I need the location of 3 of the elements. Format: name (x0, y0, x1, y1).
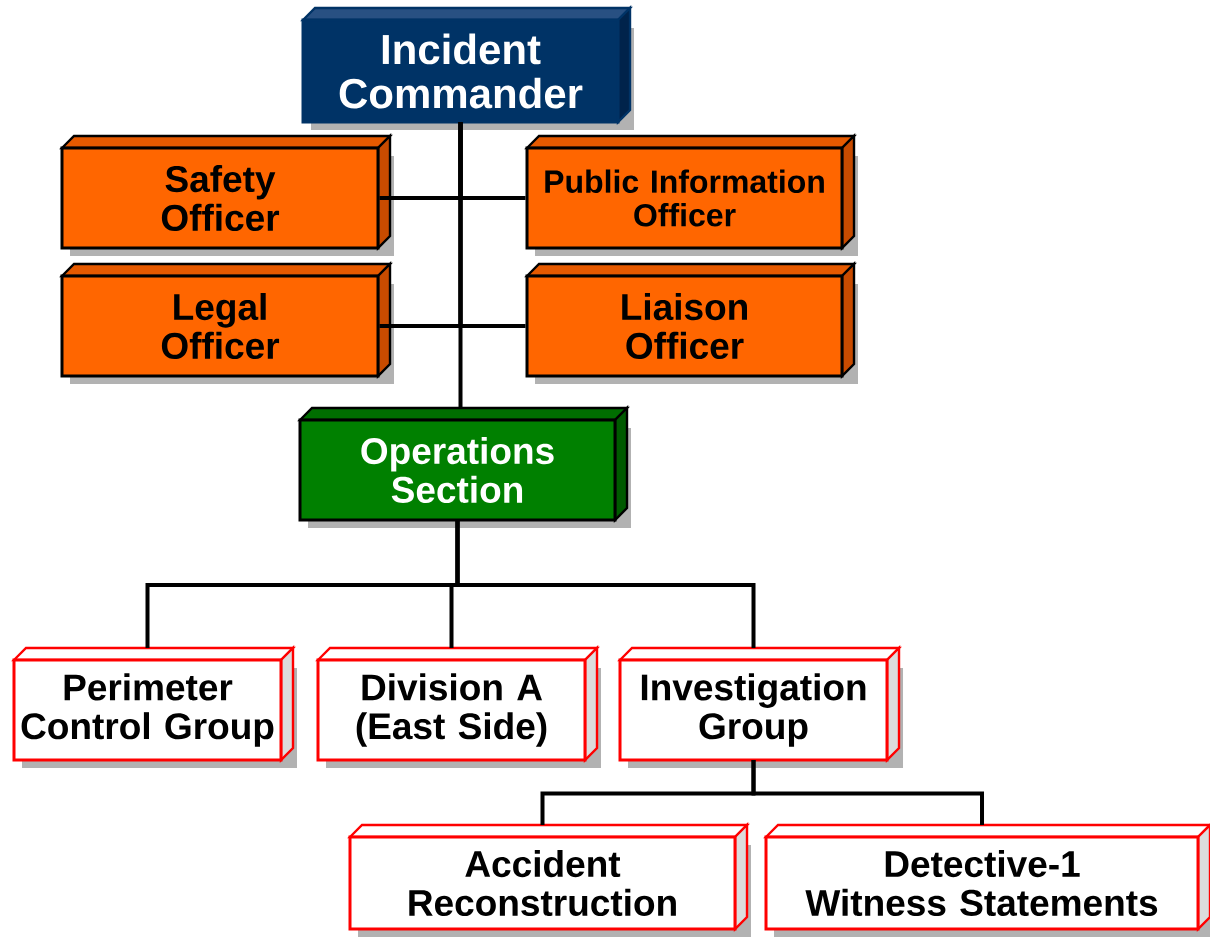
connector-line (458, 122, 463, 408)
connector-line (455, 520, 756, 648)
connector-line (751, 760, 984, 825)
